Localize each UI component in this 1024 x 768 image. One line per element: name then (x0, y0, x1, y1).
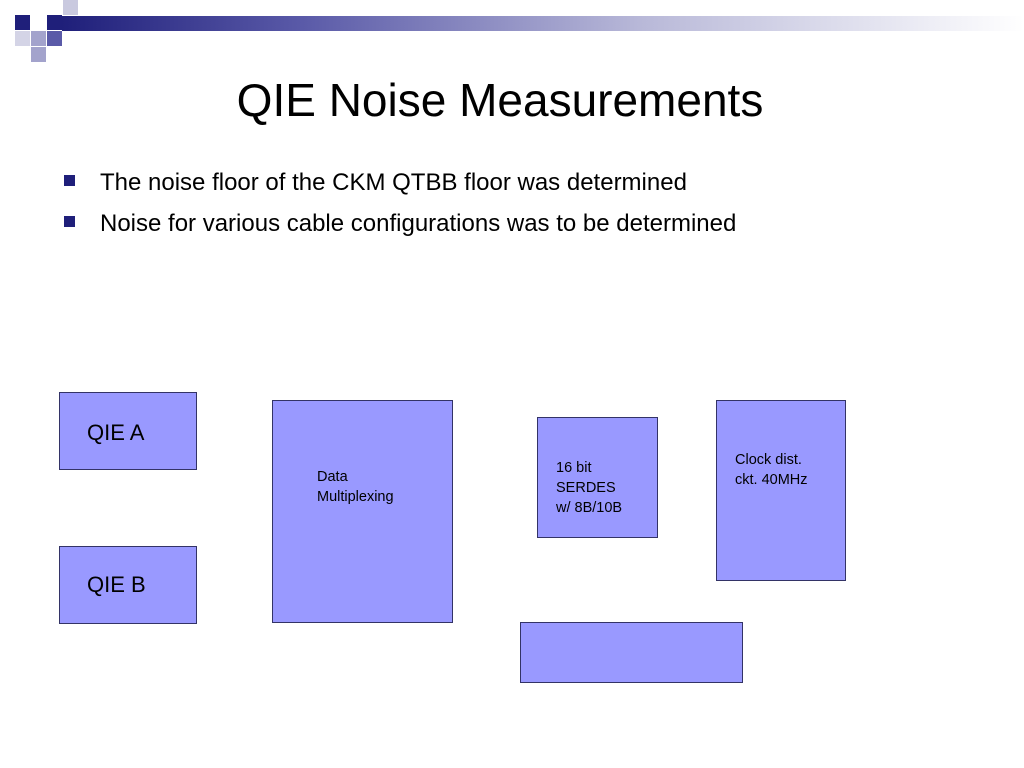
serdes-block: 16 bit SERDES w/ 8B/10B (537, 417, 658, 538)
bullet-list: The noise floor of the CKM QTBB floor wa… (60, 162, 736, 244)
square-decoration (31, 31, 46, 46)
block-label: QIE B (87, 572, 146, 597)
clock-distribution-block: Clock dist. ckt. 40MHz (716, 400, 846, 581)
bullet-item: The noise floor of the CKM QTBB floor wa… (60, 162, 736, 203)
bullet-text: Noise for various cable configurations w… (100, 210, 737, 237)
slide-title: QIE Noise Measurements (236, 74, 764, 126)
square-decoration (15, 31, 30, 46)
block-label: Data Multiplexing (317, 469, 394, 505)
square-decoration (31, 47, 46, 62)
square-bullet-icon (64, 175, 75, 186)
block-label: Clock dist. ckt. 40MHz (735, 452, 808, 488)
data-multiplexing-block: Data Multiplexing (272, 400, 453, 623)
block-label: QIE A (87, 420, 145, 445)
bullet-text: The noise floor of the CKM QTBB floor wa… (100, 169, 687, 196)
header-decoration (0, 0, 1024, 62)
header-gradient-bar (62, 16, 1024, 31)
qie-a-block: QIE A (59, 392, 197, 470)
bullet-item: Noise for various cable configurations w… (60, 203, 736, 244)
block-label: 16 bit SERDES w/ 8B/10B (556, 460, 623, 516)
square-bullet-icon (64, 216, 75, 227)
square-decoration (47, 15, 62, 30)
square-decoration (47, 31, 62, 46)
square-decoration (15, 15, 30, 30)
bottom-block (520, 622, 743, 683)
square-decoration (63, 0, 78, 15)
corner-squares-decoration (0, 0, 80, 64)
qie-b-block: QIE B (59, 546, 197, 624)
